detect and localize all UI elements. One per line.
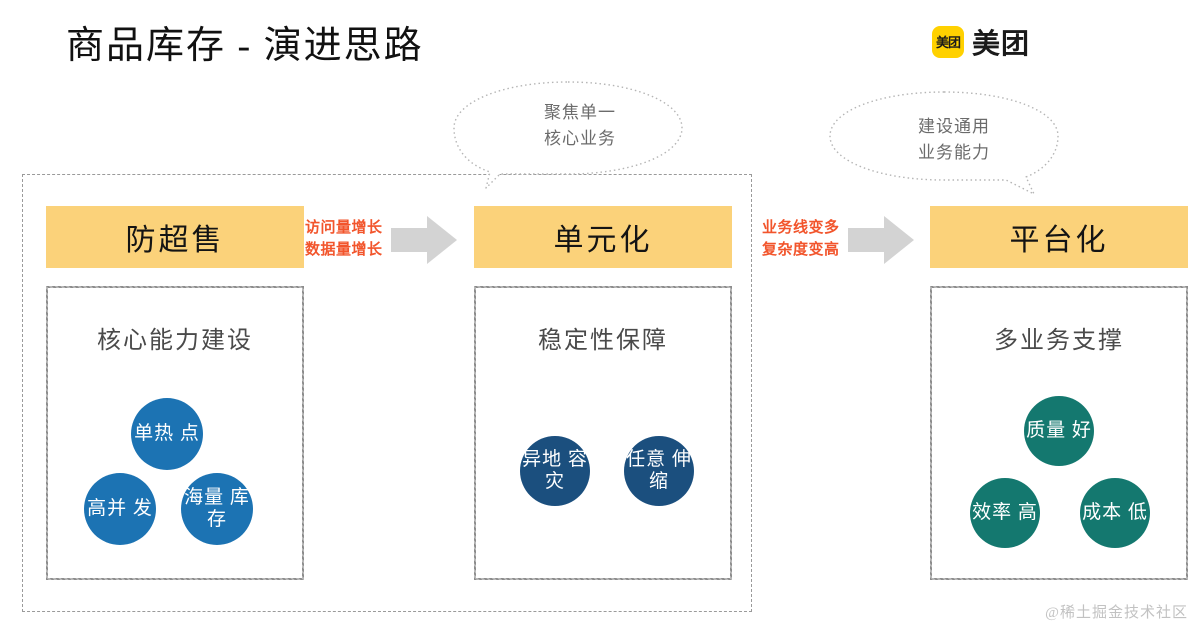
right-arrow-icon — [847, 216, 914, 264]
stage-subtitle: 核心能力建设 — [97, 328, 253, 354]
capability-circle: 单热 点 — [131, 398, 203, 470]
capability-circle: 高并 发 — [84, 473, 156, 545]
stage-header: 单元化 — [474, 206, 732, 268]
transition-complexity: 业务线变多 复杂度变高 — [762, 214, 914, 266]
transition-growth: 访问量增长 数据量增长 — [305, 214, 457, 266]
capability-circle: 海量 库存 — [181, 473, 253, 545]
stage-unitization[interactable]: 单元化 稳定性保障 异地 容灾 任意 伸缩 — [474, 206, 732, 580]
transition-label: 业务线变多 复杂度变高 — [762, 220, 840, 258]
stage-body: 稳定性保障 异地 容灾 任意 伸缩 — [474, 286, 732, 580]
watermark: @稀土掘金技术社区 — [1045, 605, 1188, 621]
meituan-logo-icon: 美团 — [932, 26, 964, 58]
capability-circle: 质量 好 — [1024, 396, 1094, 466]
capability-circle: 异地 容灾 — [520, 436, 590, 506]
stage-platformization[interactable]: 平台化 多业务支撑 质量 好 效率 高 成本 低 — [930, 206, 1188, 580]
speech-bubble-shape — [453, 81, 683, 189]
stage-subtitle: 稳定性保障 — [538, 328, 668, 354]
stage-header: 防超售 — [46, 206, 304, 268]
stage-anti-oversell[interactable]: 防超售 核心能力建设 单热 点 高并 发 海量 库存 — [46, 206, 304, 580]
page-title: 商品库存 - 演进思路 — [66, 25, 424, 67]
stage-header: 平台化 — [930, 206, 1188, 268]
stage-body: 核心能力建设 单热 点 高并 发 海量 库存 — [46, 286, 304, 580]
right-arrow-icon — [390, 216, 457, 264]
callout-text: 聚焦单一 核心业务 — [544, 103, 616, 148]
brand-name: 美团 — [972, 28, 1031, 59]
callout-focus-core-business: 聚焦单一 核心业务 — [448, 78, 688, 195]
callout-text: 建设通用 业务能力 — [918, 117, 990, 162]
stage-body: 多业务支撑 质量 好 效率 高 成本 低 — [930, 286, 1188, 580]
capability-circle: 任意 伸缩 — [624, 436, 694, 506]
stage-subtitle: 多业务支撑 — [994, 328, 1124, 354]
capability-circle: 成本 低 — [1080, 478, 1150, 548]
capability-circle: 效率 高 — [970, 478, 1040, 548]
dashed-boundary-frame — [22, 174, 752, 612]
callout-build-general-capability: 建设通用 业务能力 — [826, 88, 1066, 203]
speech-bubble-shape — [829, 91, 1059, 195]
transition-label: 访问量增长 数据量增长 — [305, 220, 383, 258]
brand-logo: 美团 美团 — [932, 22, 1030, 62]
